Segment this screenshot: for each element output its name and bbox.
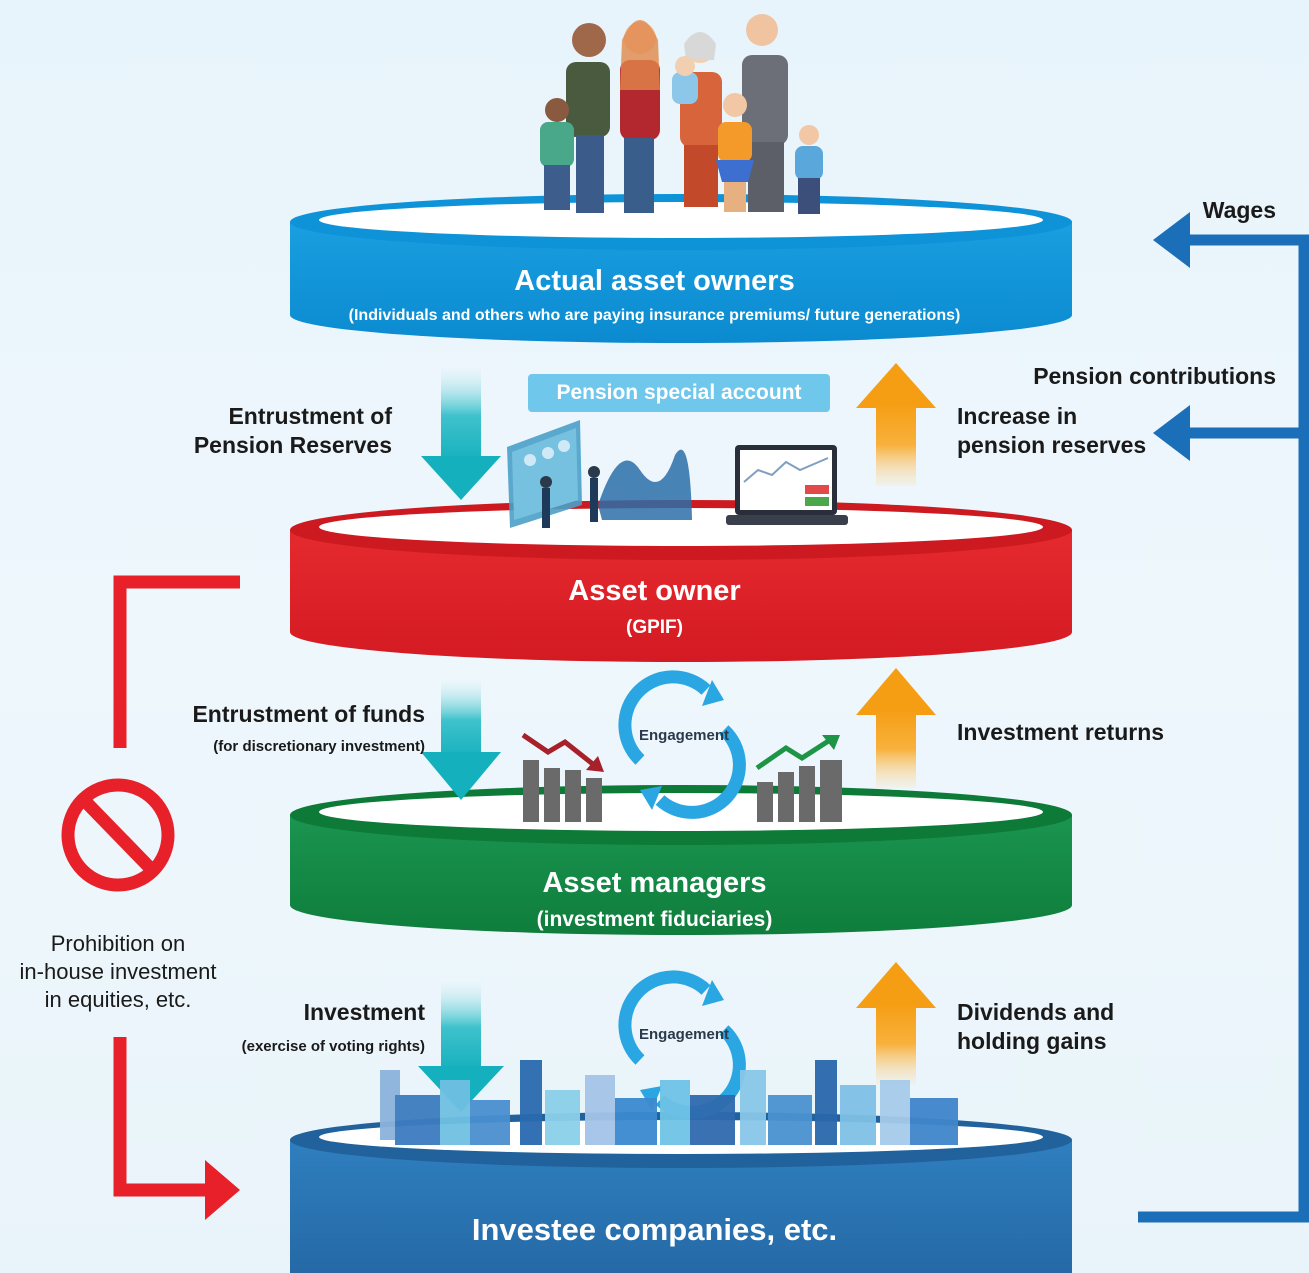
prohibition-line1: Prohibition on: [50, 931, 186, 956]
right-flow-lines: [1138, 234, 1309, 1223]
increase-reserves-label: Increase in pension reserves: [957, 402, 1177, 460]
city-skyline-illustration: [380, 1060, 958, 1145]
declining-bars-icon: [521, 732, 604, 822]
entrust-reserves-line1: Entrustment of: [228, 403, 392, 429]
down-arrow-1: [421, 368, 501, 500]
entrust-funds-label: Entrustment of funds: [192, 701, 425, 727]
asset-owner-title: Asset owner: [568, 575, 741, 607]
prohibition-line2: in-house investment: [19, 959, 217, 984]
entrust-reserves-label: Entrustment of Pension Reserves: [150, 402, 392, 460]
bracket-arrowhead: [205, 1160, 240, 1220]
asset-managers-title: Asset managers: [542, 867, 767, 899]
engagement-label-2: Engagement: [638, 1026, 729, 1043]
prohibition-sign-icon: [61, 778, 175, 892]
red-bracket: [113, 575, 240, 1197]
investment-note: (exercise of voting rights): [241, 1038, 425, 1055]
investee-title: Investee companies, etc.: [471, 1212, 838, 1247]
dividends-label: Dividends and holding gains: [957, 998, 1157, 1056]
actual-owners-title: Actual asset owners: [514, 265, 795, 297]
down-arrow-3: [418, 982, 504, 1112]
pension-special-account-badge: Pension special account: [528, 374, 830, 412]
increase-reserves-line2: pension reserves: [957, 432, 1147, 458]
down-arrow-2: [421, 680, 501, 800]
rising-bars-icon: [755, 735, 842, 822]
asset-managers-subtitle: (investment fiduciaries): [536, 908, 773, 931]
increase-reserves-line1: Increase in: [957, 403, 1078, 429]
prohibition-text: Prohibition on in-house investment in eq…: [0, 930, 236, 1014]
asset-owner-subtitle: (GPIF): [626, 617, 683, 638]
dividends-line1: Dividends and: [957, 999, 1115, 1025]
prohibition-line3: in equities, etc.: [44, 987, 192, 1012]
up-arrow-1: [856, 363, 936, 486]
tier-asset-owner: [290, 500, 1072, 662]
wages-label: Wages: [1202, 197, 1276, 223]
wages-arrowhead: [1153, 212, 1190, 268]
engagement-cycle-icon-1: [618, 670, 746, 819]
actual-owners-subtitle: (Individuals and others who are paying i…: [348, 307, 961, 324]
investment-returns-label: Investment returns: [957, 719, 1165, 745]
family-illustration: [540, 14, 823, 214]
engagement-label-1: Engagement: [638, 727, 729, 744]
entrust-reserves-line2: Pension Reserves: [193, 432, 392, 458]
up-arrow-3: [856, 962, 936, 1084]
dividends-line2: holding gains: [957, 1028, 1107, 1054]
investment-label: Investment: [303, 999, 425, 1025]
tier-actual-owners: [290, 194, 1072, 343]
pension-contributions-label: Pension contributions: [1033, 363, 1276, 389]
pension-account-illustration: [507, 420, 848, 528]
contributions-arrowhead: [1153, 405, 1190, 461]
up-arrow-2: [856, 668, 936, 788]
entrust-funds-note: (for discretionary investment): [213, 738, 425, 755]
